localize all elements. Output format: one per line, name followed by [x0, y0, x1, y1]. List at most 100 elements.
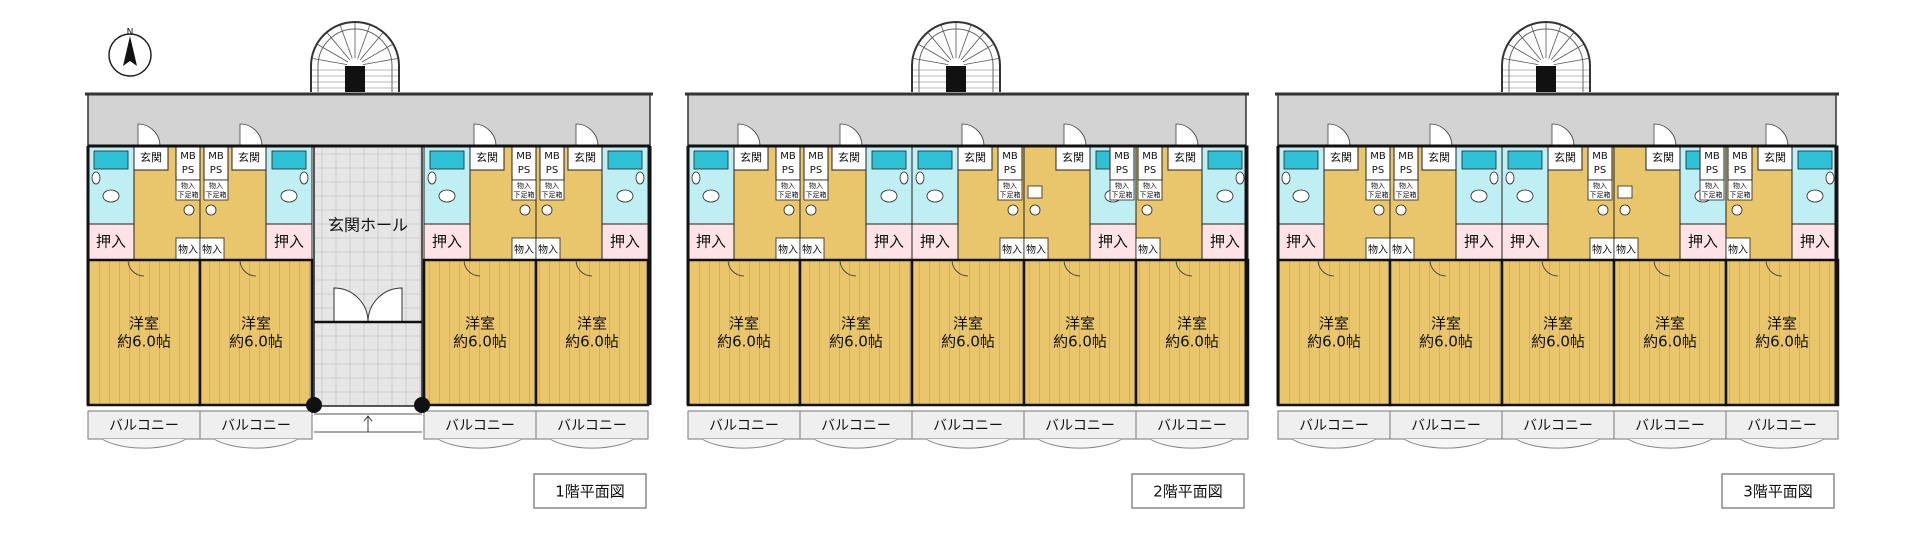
- mb-ps-box: [1109, 145, 1135, 181]
- mbps-label-line1: MB: [180, 151, 196, 162]
- entrance-genkan: [567, 145, 603, 171]
- entrance-label: 玄関: [1062, 150, 1084, 164]
- balcony-curve: [437, 438, 523, 449]
- room-name-label: 洋室: [1655, 315, 1685, 333]
- stair-tread: [918, 44, 950, 63]
- entrance-label: 玄関: [1428, 150, 1450, 164]
- room-door-swing: [127, 259, 145, 277]
- balcony-label: バルコニー: [445, 418, 515, 434]
- stove-icon: [1373, 204, 1385, 216]
- washbasin-icon: [299, 171, 309, 185]
- shoe-storage: [511, 179, 537, 201]
- shoe-storage-label-2: 下足箱: [1112, 190, 1133, 199]
- room-door-swing: [839, 259, 857, 277]
- storage-label: 物入: [1616, 243, 1636, 256]
- stair-tread: [963, 58, 999, 66]
- shoe-storage-label-1: 物入: [1371, 181, 1385, 190]
- entrance-label: 玄関: [140, 150, 162, 164]
- stove-icon: [205, 204, 217, 216]
- mbps-label-line2: PS: [518, 165, 530, 176]
- balcony-label: バルコニー: [821, 418, 891, 434]
- mb-ps-box: [1137, 145, 1163, 181]
- floor-plan-caption: 2階平面図: [1131, 473, 1245, 509]
- shoe-storage: [1393, 179, 1419, 201]
- room-name-label: 洋室: [1431, 315, 1461, 333]
- toilet-icon: [1292, 189, 1310, 203]
- room-size-label: 約6.0帖: [717, 333, 771, 351]
- stair-core-pillar: [345, 66, 365, 92]
- entrance-door-swing: [1653, 123, 1677, 147]
- balcony-curve: [701, 438, 787, 449]
- toilet-icon: [1806, 189, 1824, 203]
- shoe-storage-label-2: 下足箱: [206, 190, 227, 199]
- stove-icon: [1029, 204, 1041, 216]
- bathtub-icon: [1797, 150, 1833, 170]
- entrance-genkan: [133, 145, 169, 171]
- washbasin-icon: [1281, 171, 1291, 185]
- room-size-label: 約6.0帖: [941, 333, 995, 351]
- room-name-label: 洋室: [129, 315, 159, 333]
- room-door-swing: [1541, 259, 1559, 277]
- mb-ps-box: [997, 145, 1023, 181]
- room-name-label: 洋室: [1543, 315, 1573, 333]
- entrance-door-swing: [839, 123, 863, 147]
- mbps-label-line2: PS: [210, 165, 222, 176]
- closet: [601, 223, 649, 261]
- closet-label: 押入: [1510, 233, 1540, 251]
- stove-icon: [519, 204, 531, 216]
- entrance-label: 玄関: [574, 150, 596, 164]
- north-compass-icon: N: [108, 28, 152, 77]
- balcony-label: バルコニー: [1523, 418, 1593, 434]
- bathtub-icon: [93, 150, 129, 170]
- room-name-label: 洋室: [241, 315, 271, 333]
- entrance-hall-floor: [313, 145, 423, 407]
- entrance-label: 玄関: [838, 150, 860, 164]
- balcony-label: バルコニー: [1635, 418, 1705, 434]
- washbasin-icon: [1235, 171, 1245, 185]
- room-door-swing: [1317, 259, 1335, 277]
- balcony-label: バルコニー: [1157, 418, 1227, 434]
- closet: [1201, 223, 1249, 261]
- common-corridor: [87, 93, 651, 147]
- floor-2-plan: 押入玄関物入洋室約6.0帖バルコニー押入玄関物入洋室約6.0帖バルコニー押入玄関…: [685, 92, 1250, 509]
- stair-tread: [928, 32, 952, 61]
- entrance-label: 玄関: [1764, 150, 1786, 164]
- entrance-genkan: [957, 145, 993, 171]
- shoe-storage-label-2: 下足箱: [542, 190, 563, 199]
- caption-frame: [1131, 473, 1245, 509]
- caption-text: 1階平面図: [555, 483, 625, 501]
- stair-tread: [317, 44, 349, 63]
- balcony: [1389, 410, 1503, 440]
- shoe-storage-label-2: 下足箱: [178, 190, 199, 199]
- entrance-door-swing: [137, 123, 161, 147]
- closet: [1679, 223, 1727, 261]
- storage-label: 物入: [1026, 243, 1046, 256]
- mbps-label-line1: MB: [1370, 151, 1386, 162]
- stair-tread: [962, 44, 994, 63]
- balcony-curve: [1627, 438, 1713, 449]
- stair-tread: [1548, 25, 1562, 59]
- entrance-genkan: [1055, 145, 1091, 171]
- closet-label: 押入: [1098, 233, 1128, 251]
- balcony: [1277, 410, 1391, 440]
- shoe-storage: [1365, 179, 1391, 201]
- floor-1-plan: 押入玄関物入洋室約6.0帖バルコニー押入玄関物入洋室約6.0帖バルコニー押入玄関…: [85, 92, 653, 509]
- room-name-label: 洋室: [1319, 315, 1349, 333]
- storage-label: 物入: [802, 243, 822, 256]
- washbasin-icon: [1825, 171, 1835, 185]
- balcony: [87, 410, 201, 440]
- stair-tread: [940, 25, 954, 59]
- room-door-swing: [239, 259, 257, 277]
- floor-plan-caption: 1階平面図: [533, 473, 647, 509]
- washbasin-icon: [91, 171, 101, 185]
- balcony-label: バルコニー: [1299, 418, 1369, 434]
- closet-label: 押入: [696, 233, 726, 251]
- mb-ps-box: [539, 145, 565, 181]
